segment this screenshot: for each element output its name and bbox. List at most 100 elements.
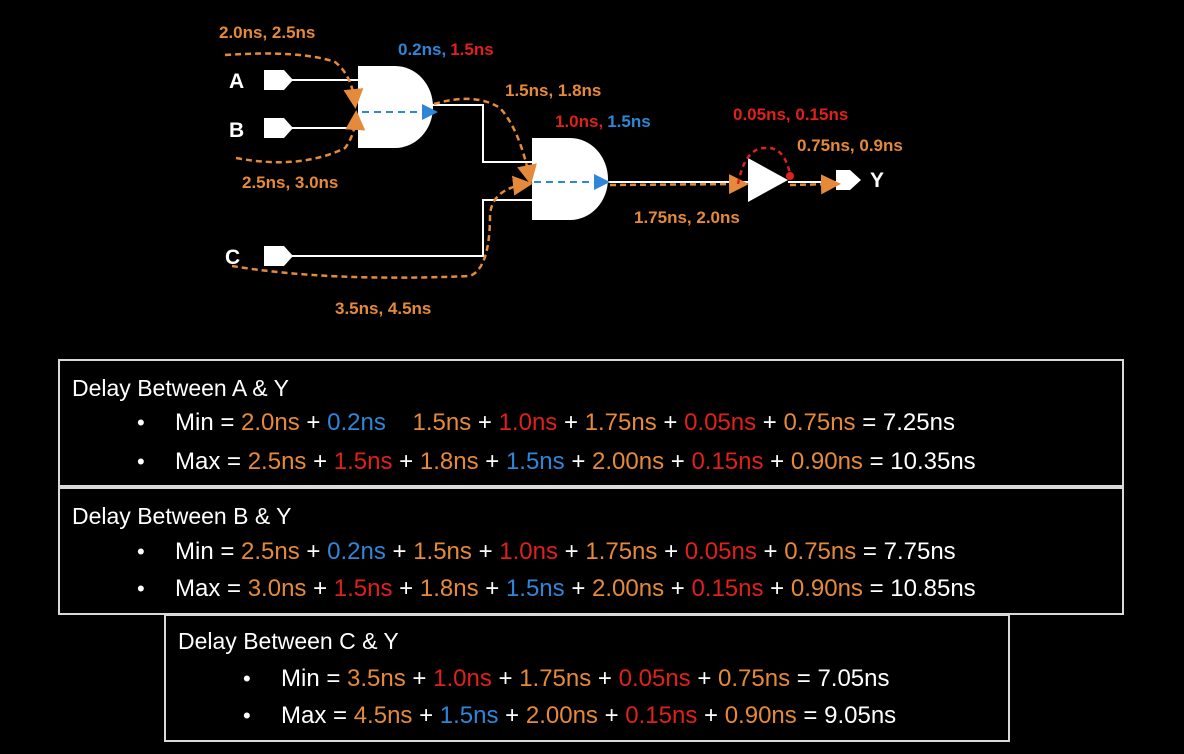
formula-term: + [306, 575, 334, 602]
orange-path-arrows [224, 52, 841, 279]
port-a-shape [264, 70, 293, 90]
formula-term: + [478, 575, 506, 602]
formula-term: + [564, 448, 593, 475]
port-y-shape [836, 170, 861, 190]
formula-term: 3.0ns [247, 575, 307, 602]
bullet: • [137, 410, 145, 435]
formula-term: + [392, 448, 420, 475]
b-y-min-formula: Min = 2.5ns + 0.2ns + 1.5ns + 1.0ns + 1.… [175, 538, 956, 566]
buffer-delay-arc [736, 146, 792, 185]
formula-term: + [299, 538, 328, 565]
a-y-max-formula: Max = 2.5ns + 1.5ns + 1.8ns + 1.5ns + 2.… [175, 448, 976, 476]
formula-term: 1.0ns [433, 665, 492, 692]
formula-term: + [564, 575, 593, 602]
formula-term: 1.5ns [505, 448, 565, 475]
formula-term: 1.8ns [419, 575, 479, 602]
formula-term: 1.5ns [413, 538, 472, 565]
formula-term: 1.75ns [519, 665, 592, 692]
formula-term: + [299, 409, 328, 436]
formula-term: + [697, 702, 725, 729]
formula-term: + [756, 538, 785, 565]
delay-box-c-y-title: Delay Between C & Y [178, 628, 399, 654]
port-a-label: A [229, 70, 244, 93]
bullet: • [243, 666, 251, 691]
formula-term: + [471, 538, 500, 565]
delay-wire-g1-g2: 1.5ns, 1.8ns [505, 81, 601, 100]
formula-term: + [478, 448, 506, 475]
formula-term: + [412, 702, 440, 729]
formula-term: 4.5ns [353, 702, 413, 729]
delay-wire-g2-buf: 1.75ns, 2.0ns [634, 208, 740, 227]
formula-term: + [664, 448, 692, 475]
delay-box-b-y-title: Delay Between B & Y [72, 503, 292, 529]
formula-term: 0.05ns [618, 665, 691, 692]
formula-term: 3.5ns [347, 665, 406, 692]
port-c-label: C [225, 246, 240, 269]
formula-term: Max = [175, 575, 248, 602]
formula-term: 0.75ns [718, 665, 791, 692]
b-y-max-formula: Max = 3.0ns + 1.5ns + 1.8ns + 1.5ns + 2.… [175, 575, 976, 603]
formula-term: + [597, 702, 626, 729]
formula-term: 0.75ns [783, 409, 856, 436]
formula-term: + [591, 665, 619, 692]
buffer-delay-dot [786, 172, 794, 180]
formula-term: + [657, 538, 685, 565]
formula-term: = 7.75ns [856, 538, 956, 565]
bullet: • [137, 539, 145, 564]
formula-term: 0.75ns [784, 538, 857, 565]
formula-term: 0.05ns [684, 538, 757, 565]
formula-term: 2.5ns [241, 538, 300, 565]
formula-term: = 7.25ns [855, 409, 955, 436]
and-gate-1 [358, 66, 433, 148]
formula-term: 1.5ns [333, 448, 393, 475]
wires [292, 79, 838, 257]
formula-term: + [763, 575, 791, 602]
formula-term: 2.00ns [592, 575, 665, 602]
formula-term: 0.15ns [691, 448, 764, 475]
delay-buffer: 0.05ns, 0.15ns [733, 105, 848, 124]
formula-term: + [491, 665, 520, 692]
delay-a-input: 2.0ns, 2.5ns [219, 23, 315, 42]
formula-term: + [763, 448, 791, 475]
formula-term: + [471, 409, 499, 436]
formula-term: + [392, 575, 420, 602]
circuit-diagram: A B C Y 2.0ns, 2.5ns 2.5ns, 3.0ns 3.5ns,… [219, 23, 903, 318]
formula-term: + [656, 409, 685, 436]
formula-term: + [306, 448, 334, 475]
formula-term: + [690, 665, 719, 692]
formula-term: + [557, 409, 585, 436]
c-y-min-formula: Min = 3.5ns + 1.0ns + 1.75ns + 0.05ns + … [281, 665, 890, 693]
formula-term: 1.5ns [505, 575, 565, 602]
and-gate-2 [532, 138, 608, 220]
formula-term: 1.8ns [419, 448, 479, 475]
formula-term: 0.15ns [625, 702, 698, 729]
bullet: • [137, 576, 145, 601]
delay-box-a-y-title: Delay Between A & Y [72, 375, 289, 401]
formula-term: + [498, 702, 526, 729]
buffer-gate [748, 158, 788, 202]
formula-term: Min = [281, 665, 348, 692]
c-y-max-formula: Max = 4.5ns + 1.5ns + 2.00ns + 0.15ns + … [281, 702, 896, 730]
formula-term: 2.0ns [241, 409, 300, 436]
formula-term: 0.90ns [790, 448, 863, 475]
formula-term: 0.15ns [691, 575, 764, 602]
delay-wire-buf-y: 0.75ns, 0.9ns [797, 136, 903, 155]
formula-term: 2.00ns [592, 448, 665, 475]
delay-b-input: 2.5ns, 3.0ns [242, 173, 338, 192]
delay-gate2: 1.0ns,1.5ns [555, 112, 651, 131]
formula-term: + [557, 538, 586, 565]
formula-term: 1.0ns [499, 538, 558, 565]
formula-term: + [405, 665, 434, 692]
formula-term: 1.75ns [584, 409, 657, 436]
port-b-shape [264, 118, 293, 138]
formula-term: 0.90ns [724, 702, 797, 729]
formula-term: = 10.85ns [862, 575, 976, 602]
formula-term: 2.00ns [525, 702, 598, 729]
formula-term: 0.90ns [790, 575, 863, 602]
delay-box-b-y: Delay Between B & Y • Min = 2.5ns + 0.2n… [58, 487, 1124, 615]
port-c-shape [264, 246, 293, 266]
delay-gate1: 0.2ns,1.5ns [398, 40, 494, 59]
formula-term: 1.5ns [439, 702, 499, 729]
formula-term: Min = [175, 538, 242, 565]
formula-term: 0.2ns [327, 538, 386, 565]
